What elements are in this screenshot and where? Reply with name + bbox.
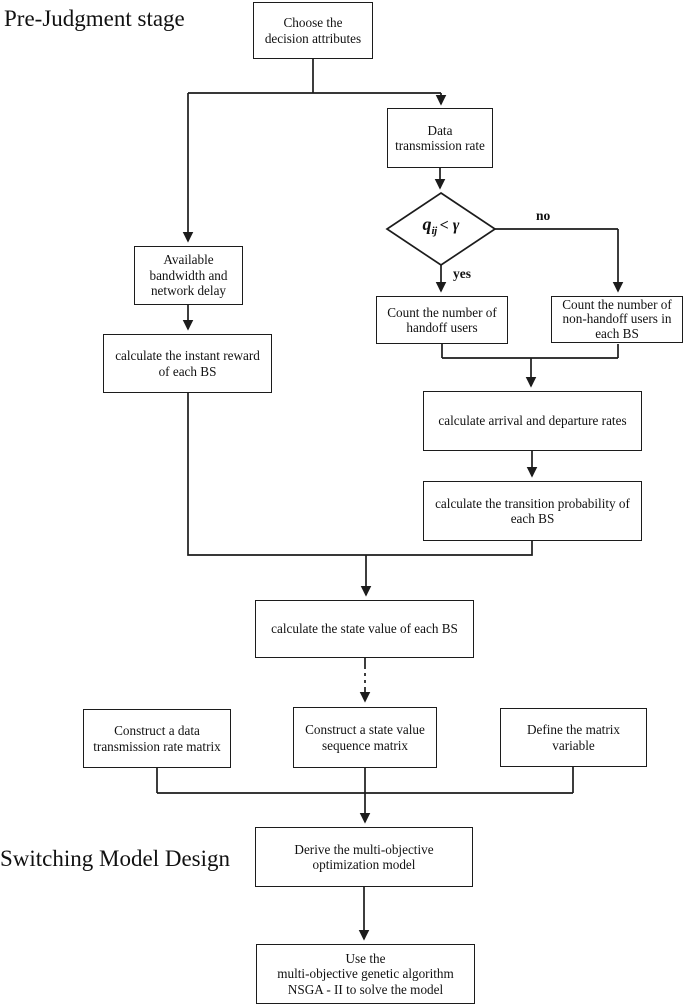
node-construct-data-matrix: Construct a data transmission rate matri…: [83, 709, 231, 768]
decision-comparison: < γ: [439, 217, 460, 234]
edge-label-yes: yes: [453, 266, 471, 281]
node-state-value: calculate the state value of each BS: [255, 600, 474, 658]
node-choose-decision-attributes: Choose the decision attributes: [253, 2, 373, 59]
node-arrival-departure-rates: calculate arrival and departure rates: [423, 391, 642, 451]
node-transition-probability: calculate the transition probability of …: [423, 481, 642, 541]
node-text-line: Use the: [345, 950, 386, 966]
node-text-line: Data: [427, 122, 453, 138]
node-text-line: decision attributes: [264, 30, 362, 46]
node-text-line: optimization model: [312, 857, 416, 872]
node-text-line: multi-objective genetic algorithm: [277, 966, 454, 982]
node-text-line: Available: [163, 252, 214, 268]
node-text-line: network delay: [150, 283, 227, 299]
node-available-bandwidth: Available bandwidth and network delay: [134, 246, 243, 305]
decision-variable: q: [422, 214, 432, 234]
node-text-line: bandwidth and: [149, 267, 228, 283]
node-define-matrix-variable: Define the matrix variable: [500, 708, 647, 767]
decision-diamond: [385, 191, 497, 267]
decision-condition: qij< γ: [389, 215, 493, 237]
node-text-line: Construct a state value: [305, 722, 425, 738]
node-count-handoff-users: Count the number of handoff users: [376, 296, 508, 344]
node-text-line: calculate the state value of each BS: [271, 621, 458, 637]
node-text-line: calculate arrival and departure rates: [438, 413, 627, 429]
decision-subscript: ij: [431, 225, 438, 237]
node-solve-with-nsga2: Use the multi-objective genetic algorith…: [256, 944, 475, 1004]
node-text-line: each BS: [595, 325, 639, 341]
node-text-line: calculate the instant reward: [115, 348, 260, 364]
node-text-line: each BS: [510, 511, 555, 526]
node-text-line: Construct a data: [114, 723, 200, 739]
node-text-line: transmission rate: [395, 138, 485, 153]
edge-choose-split: [188, 59, 441, 94]
node-text-line: non-handoff users in: [562, 311, 672, 327]
edge-count-merge: [441, 344, 619, 359]
node-text-line: Derive the multi-objective: [294, 841, 434, 857]
edge-label-no: no: [536, 208, 551, 223]
stage-label-pre-judgment: Pre-Judgment stage: [4, 6, 185, 31]
node-text-line: Count the number of: [387, 304, 497, 320]
node-count-nonhandoff-users: Count the number of non-handoff users in…: [551, 296, 683, 343]
node-data-transmission-rate: Data transmission rate: [387, 108, 493, 168]
edge-left-right-merge: [187, 393, 533, 556]
node-instant-reward: calculate the instant reward of each BS: [103, 334, 272, 393]
node-derive-optimization-model: Derive the multi-objective optimization …: [255, 827, 473, 887]
node-text-line: calculate the transition probability of: [435, 495, 630, 511]
node-text-line: sequence matrix: [321, 737, 409, 753]
node-text-line: of each BS: [158, 363, 217, 379]
node-text-line: NSGA - II to solve the model: [287, 981, 444, 997]
node-text-line: variable: [552, 737, 595, 753]
node-construct-state-matrix: Construct a state value sequence matrix: [293, 707, 437, 768]
node-text-line: Choose the: [283, 15, 343, 31]
node-text-line: Count the number of: [562, 296, 672, 312]
stage-label-switching-model-design: Switching Model Design: [0, 846, 230, 871]
node-text-line: handoff users: [406, 320, 478, 335]
node-text-line: Define the matrix: [526, 722, 620, 738]
node-text-line: transmission rate matrix: [93, 738, 221, 754]
